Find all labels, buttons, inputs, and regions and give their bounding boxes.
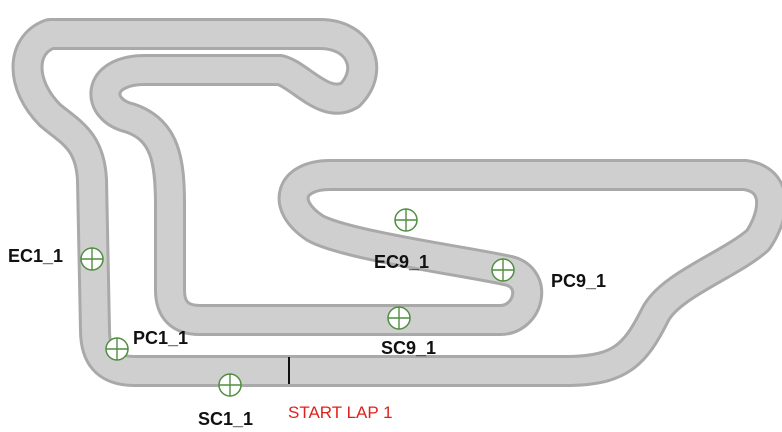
start-lap-label: START LAP 1 [288, 403, 393, 422]
marker-sc1-1: SC1_1 [198, 373, 253, 429]
marker-label-sc9-1: SC9_1 [381, 338, 436, 358]
marker-label-pc9-1: PC9_1 [551, 271, 606, 291]
marker-ec1-1: EC1_1 [8, 246, 104, 271]
marker-sc9-1: SC9_1 [381, 306, 436, 358]
race-track [11, 18, 782, 387]
marker-label-sc1-1: SC1_1 [198, 409, 253, 429]
marker-label-ec1-1: EC1_1 [8, 246, 63, 266]
marker-label-ec9-1: EC9_1 [374, 252, 429, 272]
marker-pc9-1: PC9_1 [491, 258, 606, 291]
track-surface [14, 21, 782, 384]
marker-label-pc1-1: PC1_1 [133, 328, 188, 348]
marker-pc1-1: PC1_1 [105, 328, 188, 361]
marker-ec9-1: EC9_1 [374, 208, 429, 272]
